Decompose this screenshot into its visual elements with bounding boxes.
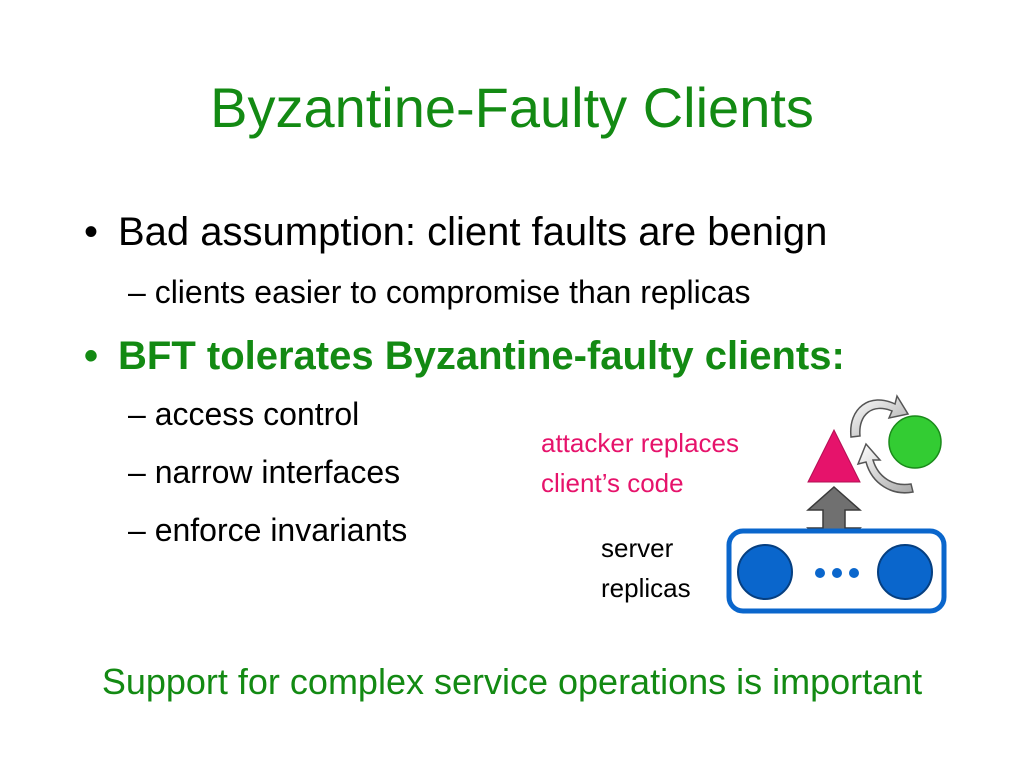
footer-statement: Support for complex service operations i… [101,661,923,702]
replica-node-icon [737,544,793,600]
subitem-marker: – [128,396,146,432]
subitem-marker: – [128,512,146,548]
replicas-label-line1: server [601,533,674,563]
subitem-text: access control [154,396,360,432]
replica-node-icon [877,544,933,600]
bullet-marker: • [84,210,99,254]
bullet-text: BFT tolerates Byzantine-faulty clients: [118,334,845,378]
ellipsis-dot-icon [849,568,859,578]
subitem-access-control: – access control [128,394,359,434]
subitem-text: clients easier to compromise than replic… [154,274,751,310]
ellipsis-dot-icon [832,568,842,578]
attacker-label-line1: attacker replaces [541,428,739,458]
malicious-code-circle-icon [888,415,942,469]
subitem-marker: – [128,274,146,310]
bullet-marker: • [84,334,99,378]
subitem-text: narrow interfaces [154,454,401,490]
swap-arrows-icon [850,394,914,494]
subitem-enforce-invariants: – enforce invariants [128,510,407,550]
subitem-narrow-interfaces: – narrow interfaces [128,452,400,492]
bullet-bad-assumption: • Bad assumption: client faults are beni… [84,208,828,256]
slide-title: Byzantine-Faulty Clients [210,76,814,139]
subitem-text: enforce invariants [154,512,408,548]
client-triangle-icon [807,428,861,483]
bullet-text: Bad assumption: client faults are benign [118,210,828,254]
subitem-clients-easier: – clients easier to compromise than repl… [128,272,751,312]
subitem-marker: – [128,454,146,490]
attacker-label-line2: client’s code [541,468,684,498]
ellipsis-dot-icon [815,568,825,578]
replicas-label-line2: replicas [601,573,691,603]
bullet-bft-tolerates: • BFT tolerates Byzantine-faulty clients… [84,332,845,380]
